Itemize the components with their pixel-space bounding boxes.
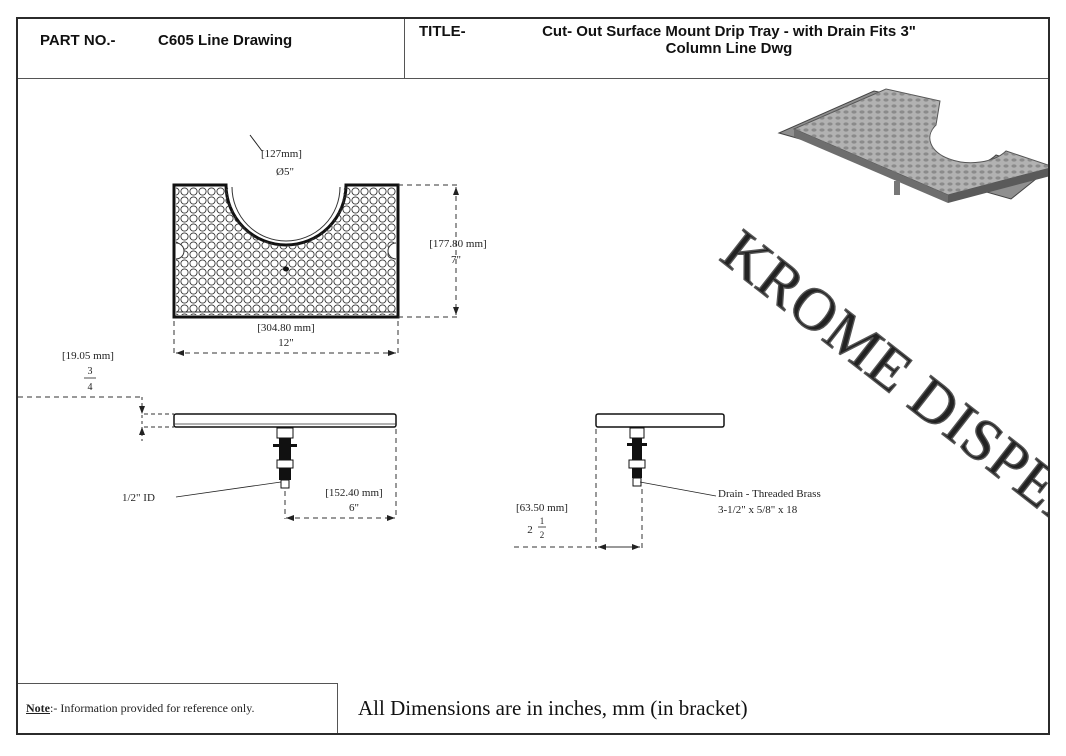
part-number-value: C605 Line Drawing — [158, 32, 293, 49]
width-mm-label: [304.80 mm] — [257, 322, 314, 334]
cutout-in-label: Ø5" — [276, 166, 294, 178]
drain-label-line-1: Drain - Threaded Brass — [718, 488, 821, 500]
depth-mm-label: [177.80 mm] — [429, 238, 486, 250]
dimensions-note: All Dimensions are in inches, mm (in bra… — [358, 695, 748, 720]
drawing-area: KROME DISPENSE [127mm] Ø5" — [18, 79, 1066, 679]
product-render — [777, 88, 1056, 203]
title-block: PART NO.- C605 Line Drawing TITLE- Cut- … — [18, 19, 1048, 79]
title-cell: TITLE- Cut- Out Surface Mount Drip Tray … — [405, 19, 1048, 78]
height-in-numerator: 3 — [88, 366, 93, 377]
title-value: Cut- Out Surface Mount Drip Tray - with … — [469, 23, 989, 57]
drawing-sheet: PART NO.- C605 Line Drawing TITLE- Cut- … — [16, 17, 1066, 735]
height-mm-label: [19.05 mm] — [62, 350, 114, 362]
top-view: [127mm] Ø5" [177.80 mm] 7" [304.80 mm] 1… — [172, 134, 487, 356]
side-offset-numerator: 1 — [540, 516, 545, 526]
side-view-front: [19.05 mm] 3 4 1/2" ID [152.40 mm] 6" — [18, 350, 397, 521]
side-view-side: Drain - Threaded Brass 3-1/2" x 5/8" x 1… — [514, 413, 821, 550]
side-offset-whole: 2 — [527, 524, 533, 536]
height-in-denominator: 4 — [88, 382, 93, 393]
title-label: TITLE- — [419, 23, 466, 40]
watermark: KROME DISPENSE — [709, 217, 1066, 594]
part-number-cell: PART NO.- C605 Line Drawing — [18, 19, 405, 78]
footer-note: Note:- Information provided for referenc… — [18, 683, 338, 733]
title-line-2: Column Line Dwg — [665, 40, 793, 57]
width-in-label: 12" — [278, 337, 294, 349]
drain-offset-mm-label: [152.40 mm] — [325, 487, 382, 499]
title-line-1: Cut- Out Surface Mount Drip Tray - with … — [542, 23, 916, 40]
drain-offset-in-label: 6" — [349, 502, 359, 514]
cutout-mm-label: [127mm] — [261, 148, 302, 160]
side-offset-mm-label: [63.50 mm] — [516, 502, 568, 514]
note-label: Note — [26, 701, 50, 715]
side-offset-denominator: 2 — [540, 530, 545, 540]
depth-in-label: 7" — [451, 254, 461, 266]
drain-id-label: 1/2" ID — [122, 492, 155, 504]
drain-label-line-2: 3-1/2" x 5/8" x 18 — [718, 504, 798, 516]
technical-drawing: KROME DISPENSE [127mm] Ø5" — [18, 88, 1066, 594]
part-number-label: PART NO.- — [40, 32, 116, 49]
note-text: :- Information provided for reference on… — [50, 701, 255, 715]
watermark-text: KROME DISPENSE — [710, 217, 1048, 593]
